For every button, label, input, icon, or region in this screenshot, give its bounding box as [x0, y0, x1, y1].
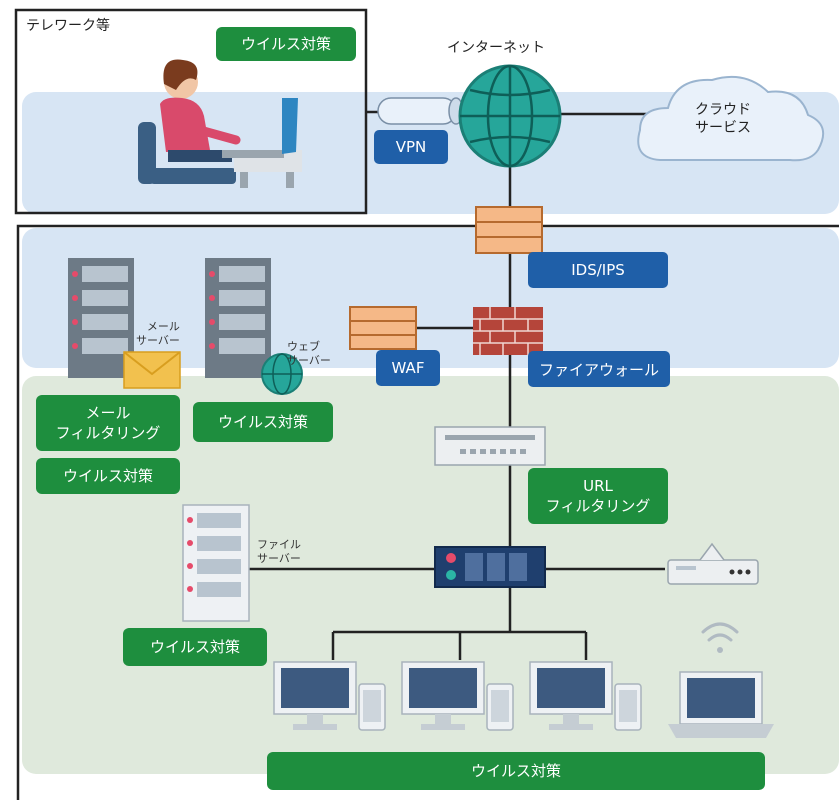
- antivirus-badge-mail-server: ウイルス対策: [36, 458, 180, 494]
- web-server-icon: [205, 258, 271, 378]
- waf-appliance-icon: [349, 306, 417, 350]
- vpn-badge: VPN: [374, 130, 448, 164]
- url-filtering-badge: URL フィルタリング: [528, 468, 668, 524]
- wifi-router-icon: [667, 542, 759, 585]
- mail-filtering-badge: メール フィルタリング: [36, 395, 180, 451]
- antivirus-badge-web-server: ウイルス対策: [193, 402, 333, 442]
- internet-globe-icon: [458, 64, 562, 168]
- mail-server-label: メール サーバー: [136, 320, 180, 347]
- ids-ips-appliance-icon: [475, 206, 543, 254]
- smartphone-icon: [614, 683, 642, 731]
- desktop-pc-icon: [529, 661, 613, 730]
- antivirus-badge-file-server: ウイルス対策: [123, 628, 267, 666]
- cloud-icon: [637, 76, 825, 162]
- wifi-signal-icon: [701, 622, 739, 653]
- waf-badge: WAF: [376, 350, 440, 386]
- firewall-icon: [473, 307, 543, 355]
- desktop-pc-icon: [273, 661, 357, 730]
- file-server-label: ファイル サーバー: [257, 538, 301, 565]
- telework-label: テレワーク等: [26, 18, 110, 34]
- vpn-tunnel-icon: [377, 97, 464, 125]
- mail-envelope-icon: [123, 351, 181, 389]
- smartphone-icon: [486, 683, 514, 731]
- smartphone-icon: [358, 683, 386, 731]
- network-switch-icon: [434, 546, 546, 588]
- telework-person-icon: [138, 59, 302, 188]
- cloud-service-label: クラウド サービス: [695, 102, 751, 136]
- file-server-icon: [182, 504, 250, 622]
- ids-ips-badge: IDS/IPS: [528, 252, 668, 288]
- antivirus-badge-clients: ウイルス対策: [267, 752, 765, 790]
- laptop-icon: [668, 671, 774, 738]
- internet-label: インターネット: [447, 40, 545, 56]
- url-filter-appliance-icon: [434, 426, 546, 466]
- desktop-pc-icon: [401, 661, 485, 730]
- antivirus-badge-telework: ウイルス対策: [216, 27, 356, 61]
- web-globe-icon: [261, 353, 303, 395]
- company-frame: [16, 224, 839, 800]
- firewall-badge: ファイアウォール: [528, 351, 670, 387]
- web-server-label: ウェブ サーバー: [287, 340, 331, 367]
- mail-server-icon: [68, 258, 134, 378]
